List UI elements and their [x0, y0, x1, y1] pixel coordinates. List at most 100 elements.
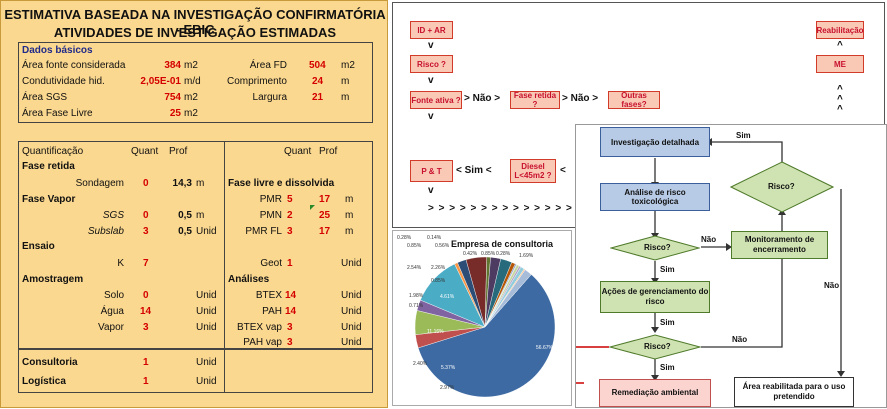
pie-label: 2.40%: [413, 361, 428, 367]
arrow-up: ^: [837, 40, 843, 51]
pie-label: 56.67%: [536, 345, 553, 351]
logistica-label: Logística: [22, 376, 66, 387]
pie-label: 1.98%: [409, 293, 424, 299]
condutividade-unit: m/d: [184, 76, 201, 87]
arrow-up: ^: [837, 84, 843, 95]
pmr-unit: m: [345, 194, 354, 205]
pie-label: 4.61%: [440, 294, 455, 300]
area-reabilitada-box: Área reabilitada para o uso pretendido: [734, 377, 854, 407]
pahvap-unit: Unid: [341, 337, 362, 348]
risco1-diamond: [610, 235, 700, 261]
sgs-prof: 0,5: [178, 210, 192, 221]
prof-header: Prof: [169, 146, 188, 157]
subslab-unit: Unid: [196, 226, 217, 237]
risco3-label: Risco?: [768, 182, 795, 191]
agua-unit: Unid: [196, 306, 217, 317]
condutividade-label: Condutividade hid.: [22, 76, 105, 87]
vapor-unit: Unid: [196, 322, 217, 333]
pie-label: 0.14%: [427, 235, 442, 241]
solo-quant: 0: [143, 290, 149, 301]
largura-label: Largura: [252, 92, 287, 103]
pah-unit: Unid: [341, 306, 362, 317]
fase-retida-box: Fase retida ?: [510, 91, 560, 109]
geot-quant: 1: [287, 258, 293, 269]
flow-panel: ID + AR v Risco ? v Fonte ativa ? > Não …: [390, 0, 887, 408]
arrow-nao: > Não >: [562, 93, 599, 104]
prof-header-2: Prof: [319, 146, 338, 157]
arrow-left: <: [560, 165, 566, 176]
consultoria-unit: Unid: [196, 357, 217, 368]
pt-box: P & T: [410, 160, 453, 182]
quantification-box: Quantificação Quant Prof Quant Prof Fase…: [18, 141, 373, 349]
k-label: K: [117, 258, 124, 269]
sim-label: Sim: [736, 131, 751, 140]
sim-label: Sim: [660, 318, 675, 327]
arrow-up: ^: [837, 94, 843, 105]
solo-label: Solo: [103, 290, 124, 301]
pie-slice: [484, 269, 532, 328]
area-fonte-value: 384: [164, 60, 181, 71]
sondagem-quant: 0: [143, 178, 149, 189]
arrow-sim: < Sim <: [456, 165, 492, 176]
panel-subtitle: ATIVIDADES DE INVESTIGAÇÃO ESTIMADAS: [53, 25, 337, 40]
analises-heading: Análises: [228, 274, 270, 285]
decision-flow: Investigação detalhada Análise de risco …: [575, 124, 887, 408]
sgs-quant: 0: [143, 210, 149, 221]
quant-header: Quant: [131, 146, 159, 157]
sondagem-label: Sondagem: [75, 178, 124, 189]
area-fd-unit: m2: [341, 60, 355, 71]
fase-livre-heading: Fase livre e dissolvida: [228, 178, 335, 189]
outras-fases-box: Outras fases?: [608, 91, 660, 109]
idar-box: ID + AR: [410, 21, 453, 39]
basic-heading: Dados básicos: [22, 45, 93, 56]
logistica-quant: 1: [143, 376, 149, 387]
logistica-unit: Unid: [196, 376, 217, 387]
flow-arrows: [576, 138, 845, 384]
agua-label: Água: [100, 306, 124, 317]
pie-label: 0.71%: [409, 303, 424, 309]
sondagem-unit: m: [196, 178, 205, 189]
cell-comment-marker-icon: [310, 205, 315, 210]
quant-header-2: Quant: [284, 146, 312, 157]
arrow-up: ^: [837, 104, 843, 115]
pie-chart: Empresa de consultoria 0.28% 0.14% 0.56%…: [392, 230, 572, 406]
area-fd-value: 504: [309, 60, 326, 71]
pmr-quant: 5: [287, 194, 293, 205]
pmr-label: PMR: [259, 194, 282, 205]
pah-label: PAH: [262, 306, 282, 317]
pah-quant: 14: [285, 306, 297, 317]
quantificacao-header: Quantificação: [22, 146, 84, 157]
nao-label: Não: [701, 235, 717, 244]
risco2-diamond: [609, 334, 701, 360]
pie-label: 0.56%: [435, 243, 450, 249]
largura-value: 21: [312, 92, 324, 103]
pmrfl-unit: m: [345, 226, 354, 237]
pie-label: 11.16%: [427, 329, 444, 335]
pie-label: 1.69%: [519, 253, 534, 259]
k-quant: 7: [143, 258, 149, 269]
subslab-prof: 0,5: [178, 226, 192, 237]
solo-unit: Unid: [196, 290, 217, 301]
area-sgs-value: 754: [164, 92, 181, 103]
me-box: ME: [816, 55, 864, 73]
pmrfl-label: PMR FL: [245, 226, 282, 237]
pie-label: 0.28%: [397, 235, 412, 241]
pie-label: 0.85%: [431, 278, 446, 284]
risco1-label: Risco?: [644, 243, 671, 252]
arrow-down: v: [428, 111, 434, 122]
estimate-panel: ESTIMATIVA BASEADA NA INVESTIGAÇÃO CONFI…: [0, 0, 388, 408]
reabilitacao-box: Reabilitação: [816, 21, 864, 39]
btex-label: BTEX: [255, 290, 282, 301]
risco-box: Risco ?: [410, 55, 453, 73]
pie-label: 0.28%: [496, 251, 511, 257]
pmr-prof: 17: [319, 194, 331, 205]
area-sgs-label: Área SGS: [22, 92, 68, 103]
area-fase-livre-unit: m2: [184, 108, 198, 119]
comprimento-value: 24: [312, 76, 324, 87]
comprimento-unit: m: [341, 76, 350, 87]
btexvap-quant: 3: [287, 322, 293, 333]
area-fase-livre-value: 25: [169, 108, 181, 119]
btex-quant: 14: [285, 290, 297, 301]
nao-label: Não: [824, 281, 840, 290]
fonte-ativa-box: Fonte ativa ?: [410, 91, 462, 109]
